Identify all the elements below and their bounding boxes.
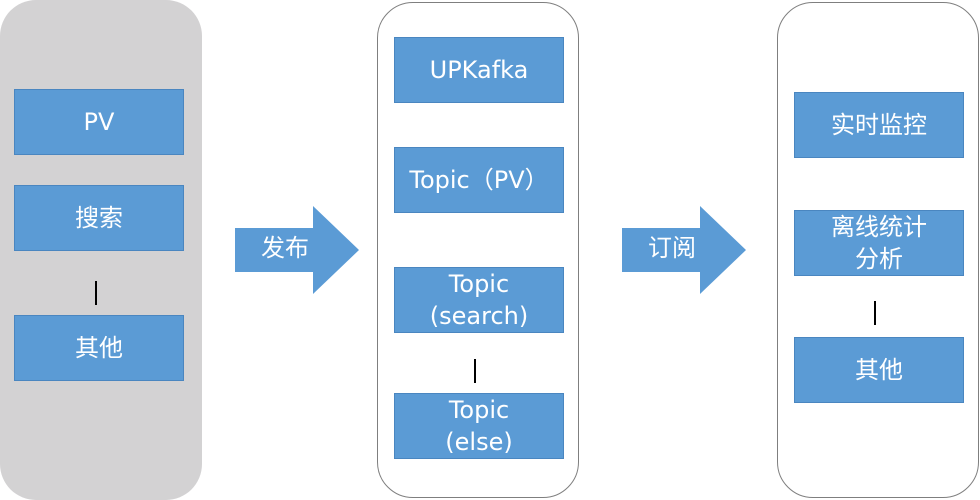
topic-search-line2: (search) <box>429 302 529 330</box>
publish-label: 发布 <box>261 234 309 262</box>
topic-search-box: Topic (search) <box>394 267 564 333</box>
source-panel: PV 搜索 其他 <box>0 0 202 500</box>
search-box: 搜索 <box>14 185 184 251</box>
right-other-label: 其他 <box>855 356 903 384</box>
topic-else-box: Topic (else) <box>394 393 564 459</box>
offline-analysis-box: 离线统计 分析 <box>794 210 964 276</box>
other-label: 其他 <box>75 334 123 362</box>
other-box: 其他 <box>14 315 184 381</box>
topic-pv-label: Topic（PV） <box>409 164 548 196</box>
search-label: 搜索 <box>75 204 123 232</box>
consumer-panel: 实时监控 离线统计 分析 其他 <box>777 2 979 498</box>
upkafka-label: UPKafka <box>429 56 529 84</box>
topic-pv-box: Topic（PV） <box>394 147 564 213</box>
left-separator <box>95 281 97 305</box>
topic-search-line1: Topic <box>448 270 510 298</box>
topic-pv-line1: Topic <box>409 166 470 194</box>
pv-label: PV <box>83 108 115 136</box>
topic-pv-line2: （PV） <box>469 166 549 194</box>
offline-analysis-line1: 离线统计 <box>831 213 927 241</box>
right-other-box: 其他 <box>794 337 964 403</box>
subscribe-label: 订阅 <box>648 234 696 262</box>
right-separator <box>874 301 876 325</box>
kafka-panel: UPKafka Topic（PV） Topic (search) Topic (… <box>377 2 579 498</box>
offline-analysis-line2: 分析 <box>855 245 903 273</box>
pv-box: PV <box>14 89 184 155</box>
upkafka-box: UPKafka <box>394 37 564 103</box>
middle-separator <box>474 359 476 383</box>
publish-arrow <box>235 206 359 294</box>
topic-else-line2: (else) <box>445 428 513 456</box>
realtime-monitor-box: 实时监控 <box>794 92 964 158</box>
realtime-monitor-label: 实时监控 <box>831 111 927 139</box>
topic-else-line1: Topic <box>448 396 510 424</box>
subscribe-arrow <box>622 206 746 294</box>
